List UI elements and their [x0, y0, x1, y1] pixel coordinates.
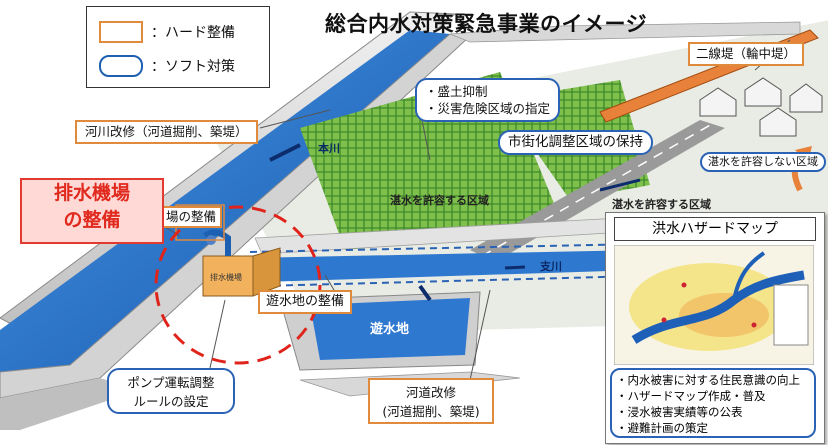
channel-improvement-box: 河道改修 (河道掘削、築堤) [368, 378, 494, 424]
pump-station-highlight-box: 排水機場 の整備 [20, 178, 164, 244]
main-river-label: 本川 [318, 142, 340, 155]
morido-label: ・盛土抑制 [425, 84, 488, 99]
field-arrow [599, 178, 641, 192]
pump-station-partial-label: 場の整備 [160, 206, 223, 228]
pump-pipe [203, 229, 231, 256]
no-flood-zone-label: 湛水を許容しない区域 [700, 152, 826, 172]
pump-station-line2: の整備 [63, 209, 121, 231]
river-arrow [269, 143, 301, 162]
pump-house-sign: 排水機場 [210, 273, 242, 282]
embankment-foot [0, 378, 140, 430]
upper-bank [449, 21, 801, 43]
pump-rule-line2: ルールの設定 [133, 394, 209, 409]
legend-hard-swatch [99, 21, 143, 43]
legend: ：ハード整備 ：ソフト対策 [86, 6, 270, 88]
hazard-measure-item: ・浸水被害実績等の公表 [616, 405, 743, 419]
saigai-label: ・災害危険区域の指定 [425, 101, 551, 116]
channel-improvement-line2: (河道掘削、築堤) [382, 404, 480, 419]
hazard-measure-item: ・内水被害に対する住民意識の向上 [616, 373, 800, 387]
flood-allowed-zone-label: 湛水を許容する区域 [390, 194, 489, 207]
hazard-map-title: 洪水ハザードマップ [614, 217, 816, 241]
legend-soft-label: ：ソフト対策 [151, 59, 235, 75]
houses [699, 77, 823, 137]
tributary-label: 支川 [540, 260, 562, 273]
retention-pond-improvement-label: 遊水地の整備 [258, 290, 353, 315]
pump-rule-box: ポンプ運転調整 ルールの設定 [107, 368, 235, 414]
main-river [0, 30, 450, 372]
pond-inflow-arrow [418, 284, 432, 302]
urbanization-control-label: 市街化調整区域の保持 [498, 130, 653, 155]
hazard-map-image [614, 245, 814, 365]
tributary-dashed-line-2 [261, 275, 641, 287]
nisen-tei-label: 二線堤（輪中堤） [688, 42, 805, 66]
channel-improvement-line1: 河道改修 [405, 385, 456, 400]
land-use-measures-box: ・盛土抑制 ・災害危険区域の指定 [415, 78, 561, 122]
hazard-measures-list: ・内水被害に対する住民意識の向上 ・ハザードマップ作成・普及 ・浸水被害実績等の… [610, 368, 816, 438]
hazard-measure-item: ・ハザードマップ作成・普及 [616, 389, 766, 403]
pump-station-line1: 排水機場 [53, 182, 130, 204]
river-improvement-label: 河川改修（河道掘削、築堤） [75, 120, 258, 144]
tributary-arrow [504, 265, 526, 270]
legend-hard-label: ：ハード整備 [151, 25, 235, 41]
tributary [250, 250, 640, 282]
highlight-circle [154, 205, 322, 365]
flood-allowed-zone-label-2: 湛水を許容する区域 [612, 198, 711, 211]
hazard-map-panel: 洪水ハザードマップ ・内水被害に対する住民意識の向上 ・ハザードマップ作成・普及… [605, 212, 825, 444]
hazard-measure-item: ・避難計画の策定 [616, 421, 708, 435]
pump-house-side [252, 247, 281, 297]
retention-pond-label: 遊水地 [370, 322, 410, 337]
page-title: 総合内水対策緊急事業のイメージ [325, 12, 648, 36]
tributary-dashed-line [249, 243, 641, 253]
legend-soft-swatch [99, 55, 143, 77]
pump-rule-line1: ポンプ運転調整 [127, 375, 215, 390]
